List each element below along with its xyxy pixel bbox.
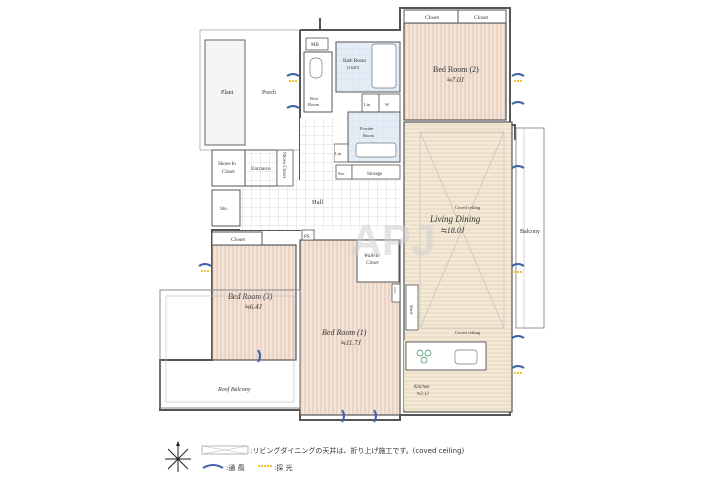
roof-balcony — [159, 289, 301, 409]
shoes-in-label-2: Closet — [222, 170, 235, 175]
kitchen-label: Kitchen — [413, 385, 430, 390]
north-arrow-icon — [165, 441, 191, 472]
living-dining-area: ≒18.0J — [440, 226, 465, 235]
bed-room-2-label: Bed Room (2) — [433, 65, 479, 74]
legend-daylight: :採 光 — [274, 463, 293, 472]
sto-label: Sto. — [338, 171, 345, 176]
wc-label: W/C — [393, 287, 397, 294]
w-label: W — [385, 102, 390, 107]
watermark: APJ — [350, 216, 436, 265]
shelf — [405, 284, 419, 331]
balcony-label: Balcony — [520, 229, 540, 235]
closet-label: Closet — [425, 15, 440, 21]
sto-label: Sto. — [220, 207, 228, 212]
shoes-closet-label: Shoes Closet — [281, 152, 286, 179]
plant-area — [204, 39, 246, 146]
living-dining-label: Living Dining — [429, 214, 481, 224]
storage-label: Storage — [367, 172, 383, 177]
washer-space — [378, 93, 401, 113]
closet-label: Closet — [231, 237, 246, 243]
exterior-wall — [159, 7, 516, 421]
bed-room-1-label: Bed Room (1) — [322, 328, 367, 337]
shoes-closet — [276, 149, 294, 187]
legend-ventilation: :通 風 — [226, 463, 245, 472]
ps-label: PS — [304, 235, 310, 240]
closet-label: Closet — [474, 15, 489, 21]
legend-coved-note: :リビングダイニングの天井は、折り上げ施工です。(coved ceiling) — [250, 446, 465, 455]
sto-left — [211, 189, 241, 227]
roof-balcony-label: Roof Balcony — [217, 386, 251, 393]
ps-box — [301, 229, 315, 241]
walk-in-label-2: Closet — [366, 261, 379, 266]
shoes-in-label-1: Shoes-In — [218, 162, 236, 167]
balcony — [515, 127, 545, 329]
powder-room-label-2: Room — [363, 133, 375, 138]
legend-ventilation-swatch — [202, 464, 224, 469]
bed-room-3-area: ≒6.4J — [244, 303, 263, 311]
bed-room-3-label: Bed Room (3) — [228, 292, 273, 301]
airflow-markers — [198, 73, 525, 423]
rest-room-label-1: Rest — [310, 96, 319, 101]
wc-box — [391, 283, 401, 303]
bed-room-1-area: ≒11.7J — [340, 339, 362, 347]
hall-label: Hall — [312, 199, 323, 206]
mb-label: MB — [311, 43, 319, 48]
coved-ceiling-label: Coved ceiling — [455, 330, 481, 335]
coved-ceiling-label: Coved ceiling — [455, 205, 481, 210]
storage-box — [351, 164, 401, 180]
kitchen-area: ≒3.1J — [416, 391, 429, 397]
bed-room-2-area: ≒7.0J — [446, 76, 465, 84]
bath-room-size: (1620) — [347, 65, 359, 70]
powder-room-label-1: Powder — [360, 126, 374, 131]
shoes-in-closet — [211, 149, 246, 187]
plant-label: Plant — [221, 90, 234, 96]
shelf-label: Shelf — [409, 305, 414, 315]
daylight-markers — [201, 80, 523, 374]
mb-box — [305, 37, 329, 51]
walk-in-label-1: Walk-In — [364, 254, 380, 259]
rest-room-label-2: Room — [308, 102, 320, 107]
walk-in-closet — [356, 239, 400, 283]
closet-bed3 — [211, 231, 263, 246]
lin-label: Lin — [335, 151, 342, 156]
entrance-label: Entrance — [251, 166, 271, 172]
lin-label: Lin — [364, 102, 371, 107]
closet-bed2-b — [457, 9, 507, 24]
porch-label: Porch — [262, 90, 276, 96]
bath-room-label: Bath Room — [343, 59, 366, 64]
bed-room-3 — [211, 244, 297, 361]
